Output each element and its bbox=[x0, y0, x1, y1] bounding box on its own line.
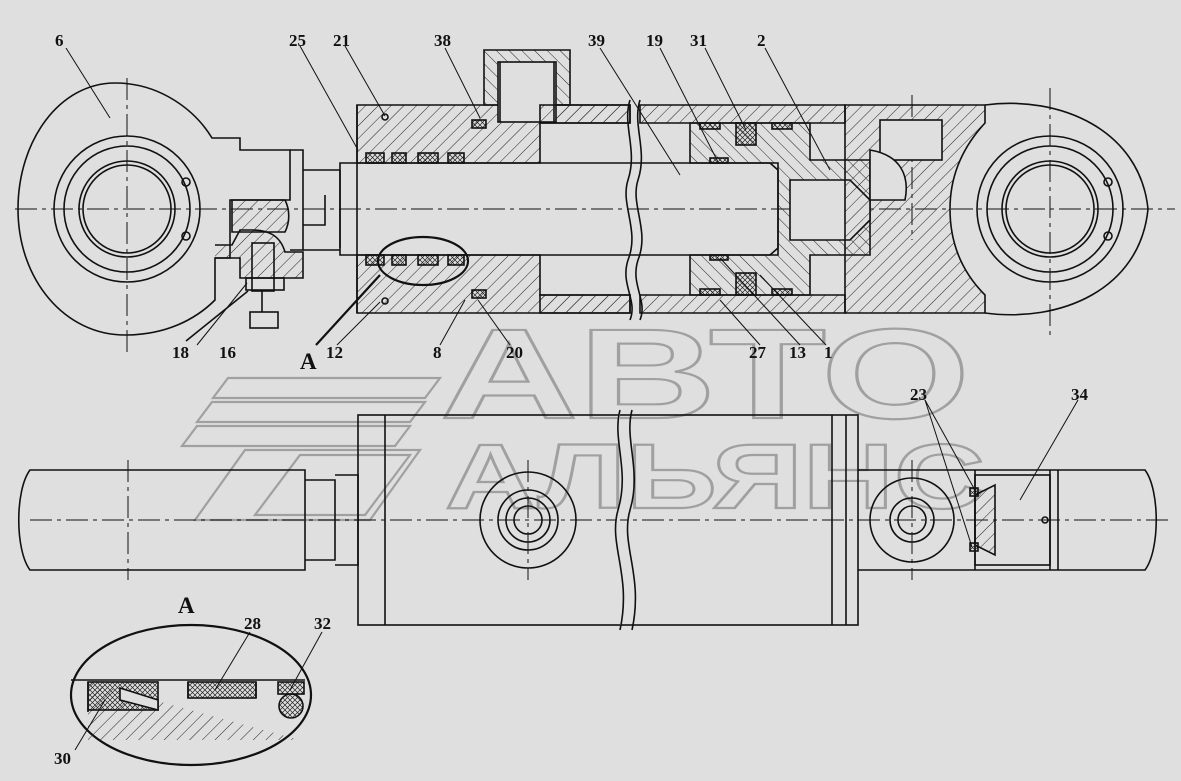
port-fitting bbox=[483, 49, 571, 123]
callout-25: 25 bbox=[289, 31, 306, 50]
watermark-stripes bbox=[179, 376, 443, 522]
callout-28: 28 bbox=[244, 614, 261, 633]
watermark-line2: АЛЬЯНС bbox=[445, 426, 985, 528]
callout-12: 12 bbox=[326, 343, 343, 362]
leader-lines-detail bbox=[74, 631, 323, 751]
callout-31: 31 bbox=[690, 31, 707, 50]
leader-lines bbox=[65, 45, 831, 346]
callout-6: 6 bbox=[55, 31, 64, 50]
exterior-view bbox=[18, 409, 1157, 631]
callout-39: 39 bbox=[588, 31, 605, 50]
section-label-a: A bbox=[300, 349, 317, 374]
leader-lines-bottom bbox=[924, 399, 1079, 548]
detail-label-a: A bbox=[178, 593, 195, 618]
callout-8: 8 bbox=[433, 343, 442, 362]
callout-13: 13 bbox=[789, 343, 806, 362]
callout-1: 1 bbox=[824, 343, 833, 362]
callout-16: 16 bbox=[219, 343, 236, 362]
callout-38: 38 bbox=[434, 31, 451, 50]
callout-18: 18 bbox=[172, 343, 189, 362]
callout-34: 34 bbox=[1071, 385, 1088, 404]
detail-a-view bbox=[69, 623, 313, 767]
callout-19: 19 bbox=[646, 31, 663, 50]
watermark-logo: АВТО АЛЬЯНС bbox=[179, 302, 986, 529]
detail-a-marker bbox=[376, 235, 470, 287]
callout-30: 30 bbox=[54, 749, 71, 768]
callout-23: 23 bbox=[910, 385, 927, 404]
callout-2: 2 bbox=[757, 31, 766, 50]
left-rod-eye bbox=[17, 82, 340, 342]
callout-27: 27 bbox=[749, 343, 766, 362]
watermark-line1: АВТО bbox=[440, 303, 970, 446]
callout-32: 32 bbox=[314, 614, 331, 633]
callout-20: 20 bbox=[506, 343, 523, 362]
end-cap bbox=[844, 102, 1149, 316]
callout-21: 21 bbox=[333, 31, 350, 50]
